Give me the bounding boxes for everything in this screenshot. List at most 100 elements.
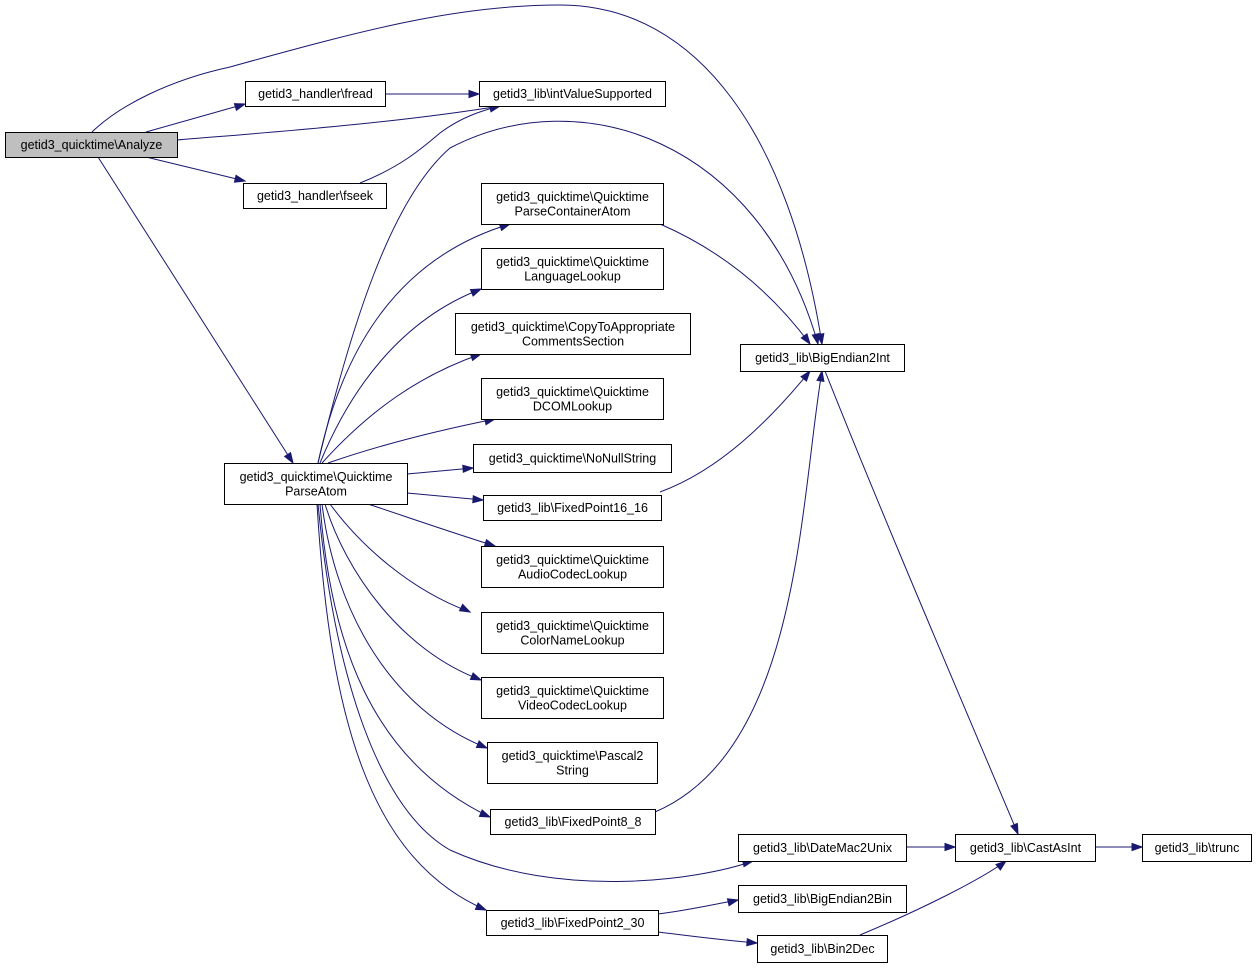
node-box-bin2dec: [757, 935, 888, 963]
edge-parseatom-to-nonull: [406, 467, 474, 475]
node-box-videocodec: [481, 677, 664, 719]
edge-parseatom-to-parsecontainer: [317, 223, 511, 464]
node-box-fread: [245, 81, 386, 107]
arrowhead-bigendian2bin: [726, 898, 740, 907]
node-fseek[interactable]: getid3_handler\fseek: [243, 183, 387, 209]
arrowhead-nonull: [462, 464, 475, 473]
node-parsecontainer[interactable]: getid3_quicktime\QuicktimeParseContainer…: [481, 183, 664, 225]
node-label-parsecontainer-0: getid3_quicktime\Quicktime: [496, 190, 649, 204]
edge-parseatom-to-audiocodec: [367, 503, 496, 547]
node-box-fp1616: [483, 495, 662, 521]
node-box-trunc: [1142, 834, 1252, 862]
edge-analyze-to-fread: [145, 103, 246, 133]
arrowhead-castasint: [1010, 822, 1019, 836]
node-box-bigendian2int: [740, 344, 905, 372]
node-box-nonull: [473, 444, 672, 473]
node-label-colorname-0: getid3_quicktime\Quicktime: [496, 619, 649, 633]
node-bin2dec[interactable]: getid3_lib\Bin2Dec: [757, 935, 888, 963]
node-label-copycomments-0: getid3_quicktime\CopyToAppropriate: [471, 320, 675, 334]
node-label-analyze-0: getid3_quicktime\Analyze: [21, 138, 163, 152]
node-fp88[interactable]: getid3_lib\FixedPoint8_8: [490, 809, 656, 835]
node-label-bigendian2int-0: getid3_lib\BigEndian2Int: [755, 351, 890, 365]
node-label-videocodec-0: getid3_quicktime\Quicktime: [496, 684, 649, 698]
node-box-colorname: [481, 612, 664, 654]
arrowhead-fseek: [233, 174, 247, 183]
node-label-fread-0: getid3_handler\fread: [258, 87, 373, 101]
edge-fseek-to-intvalue: [359, 105, 501, 184]
node-label-fp230-0: getid3_lib\FixedPoint2_30: [501, 916, 645, 930]
node-box-pascal2: [487, 742, 658, 784]
arrowhead-fp1616: [472, 495, 485, 504]
edge-fp1616-to-bigendian2int: [659, 370, 811, 493]
node-nonull[interactable]: getid3_quicktime\NoNullString: [473, 444, 672, 473]
node-label-bigendian2bin-0: getid3_lib\BigEndian2Bin: [753, 892, 892, 906]
arrowhead-audiocodec: [483, 538, 497, 547]
node-audiocodec[interactable]: getid3_quicktime\QuicktimeAudioCodecLook…: [481, 546, 664, 588]
edge-analyze-to-intvalue: [176, 105, 501, 141]
node-label-parseatom-0: getid3_quicktime\Quicktime: [240, 470, 393, 484]
edge-parseatom-to-colorname: [329, 503, 471, 613]
node-box-copycomments: [455, 313, 691, 355]
edge-parseatom-to-dcomlookup: [327, 418, 496, 464]
node-copycomments[interactable]: getid3_quicktime\CopyToAppropriateCommen…: [455, 313, 691, 355]
node-box-langlookup: [481, 248, 664, 290]
node-trunc[interactable]: getid3_lib\trunc: [1142, 834, 1252, 862]
node-box-parseatom: [224, 463, 408, 505]
node-fp1616[interactable]: getid3_lib\FixedPoint16_16: [483, 495, 662, 521]
edge-parseatom-to-copycomments: [321, 353, 482, 464]
node-label-audiocodec-0: getid3_quicktime\Quicktime: [496, 553, 649, 567]
node-label-fp1616-0: getid3_lib\FixedPoint16_16: [497, 501, 648, 515]
edge-parseatom-to-fp88: [319, 503, 491, 818]
node-fp230[interactable]: getid3_lib\FixedPoint2_30: [486, 910, 659, 936]
node-label-pascal2-0: getid3_quicktime\Pascal2: [502, 749, 644, 763]
edge-analyze-to-bigendian2int: [91, 4, 823, 345]
edge-bigendian2int-to-castasint: [824, 370, 1019, 835]
node-label-trunc-0: getid3_lib\trunc: [1155, 841, 1240, 855]
arrowhead-bigendian2int: [811, 332, 820, 346]
node-videocodec[interactable]: getid3_quicktime\QuicktimeVideoCodecLook…: [481, 677, 664, 719]
node-label-dcomlookup-1: DCOMLookup: [533, 399, 612, 413]
arrowhead-castasint: [944, 842, 957, 852]
node-box-datemac: [738, 834, 907, 862]
edge-analyze-to-parseatom: [97, 156, 294, 464]
node-fread[interactable]: getid3_handler\fread: [245, 81, 386, 107]
node-bigendian2bin[interactable]: getid3_lib\BigEndian2Bin: [738, 885, 907, 913]
arrowhead-bigendian2int: [816, 369, 825, 383]
node-box-fp88: [490, 809, 656, 835]
edge-parseatom-to-pascal2: [321, 503, 488, 749]
node-box-analyze: [5, 132, 178, 158]
node-box-fp230: [486, 910, 659, 936]
node-castasint[interactable]: getid3_lib\CastAsInt: [955, 834, 1096, 862]
node-bigendian2int[interactable]: getid3_lib\BigEndian2Int: [740, 344, 905, 372]
node-intvalue[interactable]: getid3_lib\intValueSupported: [479, 81, 666, 107]
arrowhead-parseatom: [283, 451, 294, 465]
edge-fp88-to-bigendian2int: [654, 370, 823, 813]
arrowhead-trunc: [1131, 842, 1144, 852]
node-colorname[interactable]: getid3_quicktime\QuicktimeColorNameLooku…: [481, 612, 664, 654]
node-label-fseek-0: getid3_handler\fseek: [257, 189, 374, 203]
edge-parseatom-to-videocodec: [324, 503, 482, 681]
arrowhead-intvalue: [468, 89, 481, 99]
node-label-colorname-1: ColorNameLookup: [520, 633, 624, 647]
node-box-parsecontainer: [481, 183, 664, 225]
arrowhead-videocodec: [469, 672, 483, 681]
node-analyze[interactable]: getid3_quicktime\Analyze: [5, 132, 178, 158]
node-label-nonull-0: getid3_quicktime\NoNullString: [489, 452, 656, 466]
node-box-intvalue: [479, 81, 666, 107]
edge-parseatom-to-langlookup: [319, 288, 482, 464]
arrowhead-castasint: [995, 860, 1008, 871]
node-box-dcomlookup: [481, 378, 664, 420]
node-datemac[interactable]: getid3_lib\DateMac2Unix: [738, 834, 907, 862]
edge-fp230-to-bigendian2bin: [657, 899, 739, 915]
node-label-castasint-0: getid3_lib\CastAsInt: [970, 841, 1082, 855]
node-label-parseatom-1: ParseAtom: [285, 484, 347, 498]
arrowhead-bin2dec: [746, 938, 759, 947]
node-label-parsecontainer-1: ParseContainerAtom: [514, 204, 630, 218]
node-label-intvalue-0: getid3_lib\intValueSupported: [493, 87, 652, 101]
node-label-pascal2-1: String: [556, 763, 589, 777]
